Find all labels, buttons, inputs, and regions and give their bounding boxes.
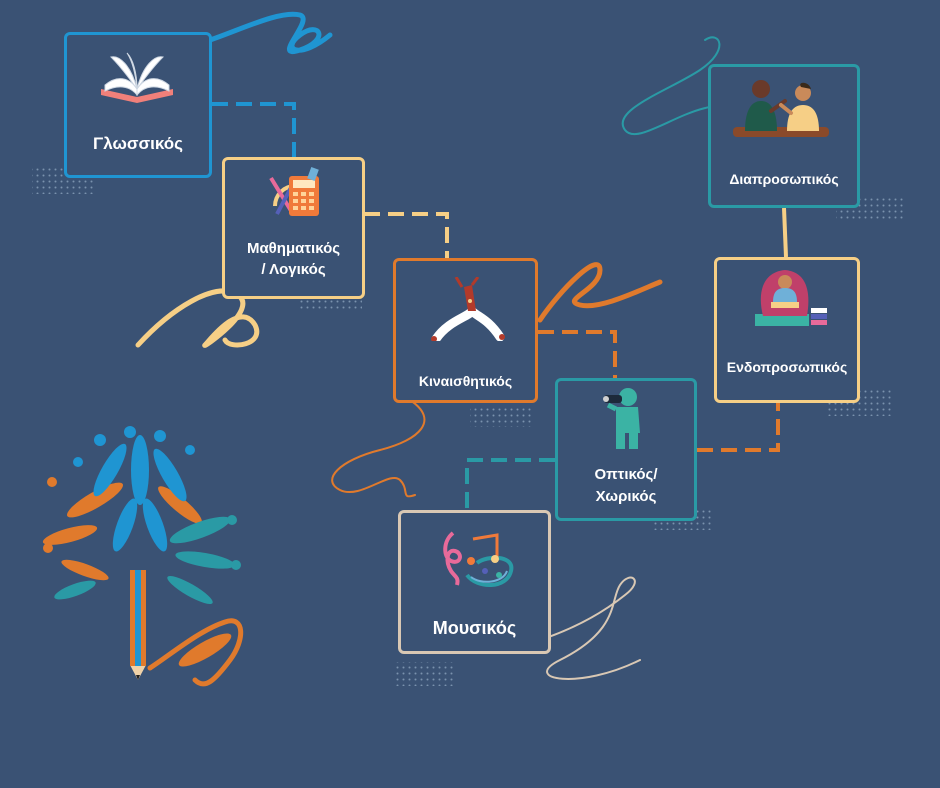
node-label: Μουσικός <box>432 618 517 638</box>
node-mousikos: Μουσικός <box>398 510 551 654</box>
node-label: Γλωσσικός <box>93 134 183 153</box>
node-mathimatikos: Μαθηματικός / Λογικός <box>222 157 365 299</box>
connector-diaprosopikos-endoprosopikos <box>782 207 788 258</box>
node-kinaisthitikos: Κιναισθητικός <box>393 258 538 403</box>
node-endoprosopikos: Ενδοπροσωπικός <box>714 257 860 403</box>
node-diaprosopikos: Διαπροσωπικός <box>708 64 860 208</box>
music-notes-icon <box>443 531 514 588</box>
two-people-talking-icon <box>733 80 829 137</box>
dot-grid <box>393 662 455 686</box>
node-label-line1: Οπτικός/ <box>594 466 658 483</box>
pencil-tree-icon <box>42 426 241 680</box>
dancer-icon <box>431 277 505 341</box>
calculator-icon <box>269 166 319 216</box>
squiggle <box>539 576 641 680</box>
node-label-line2: / Λογικός <box>261 261 326 278</box>
connector-optikos-endoprosopikos <box>697 402 780 452</box>
squiggle <box>135 288 260 348</box>
squiggle <box>537 262 663 323</box>
node-label: Διαπροσωπικός <box>729 171 839 187</box>
connector-kinaisthitikos-optikos <box>538 330 617 378</box>
squiggle <box>207 11 333 55</box>
connector-optikos-mousikos <box>465 458 555 510</box>
node-glossikos: Γλωσσικός <box>64 32 212 178</box>
connector-mathimatikos-kinaisthitikos <box>364 212 449 258</box>
connector-glossikos-mathimatikos <box>212 102 296 157</box>
squiggle <box>331 399 426 498</box>
node-label-line1: Μαθηματικός <box>246 240 341 257</box>
node-optikos: Οπτικός/ Χωρικός <box>555 378 697 521</box>
node-label: Κιναισθητικός <box>418 373 513 389</box>
binoculars-person-icon <box>603 388 640 449</box>
dot-grid <box>470 405 532 427</box>
node-label: Ενδοπροσωπικός <box>726 359 848 375</box>
squiggle <box>147 618 244 687</box>
node-label-line2: Χωρικός <box>595 488 657 505</box>
squiggle <box>621 36 741 136</box>
open-book-icon <box>101 52 173 103</box>
person-on-chair-icon <box>755 270 827 326</box>
